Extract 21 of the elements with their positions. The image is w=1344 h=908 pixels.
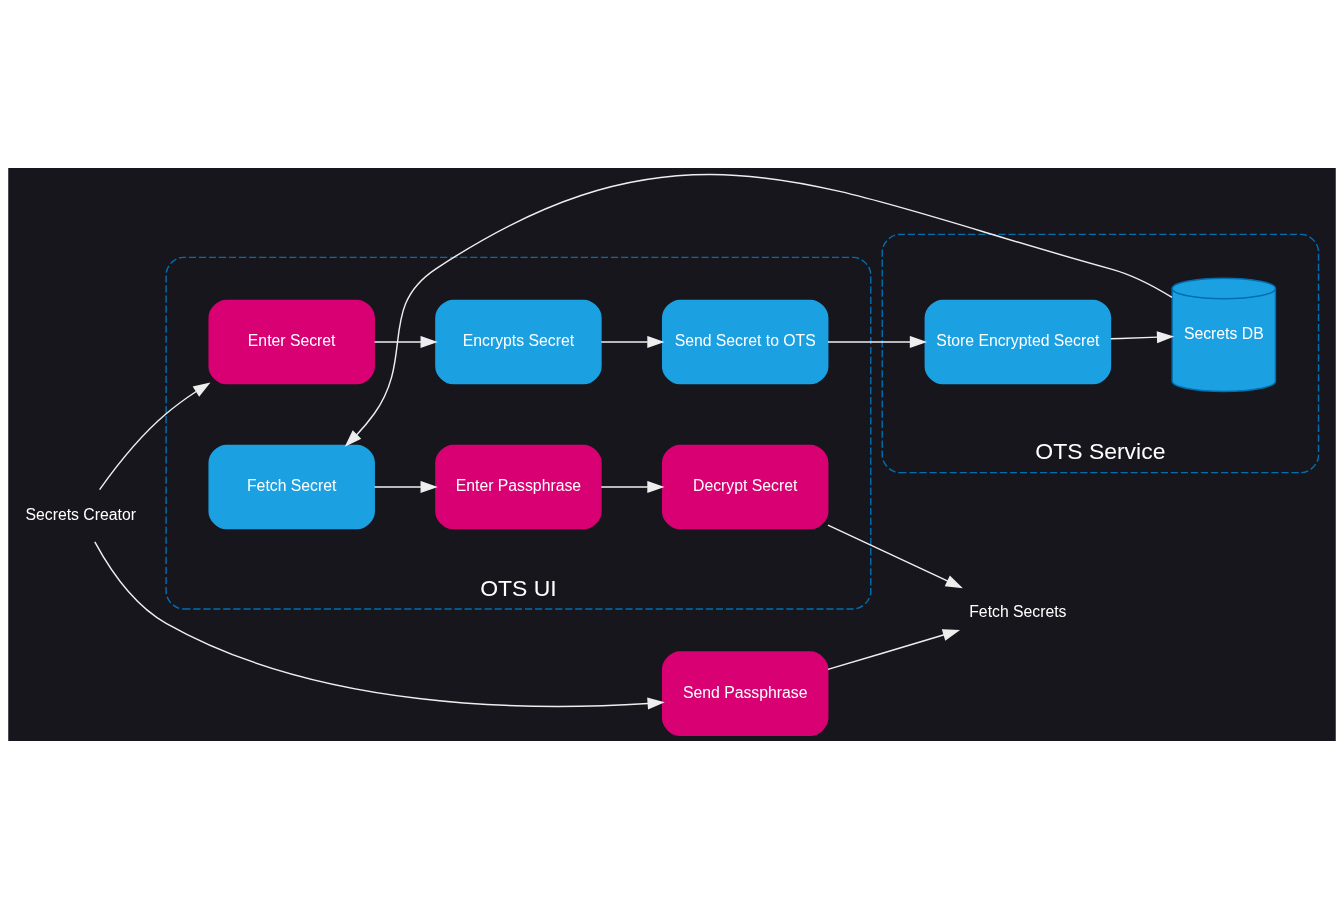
arrow	[94, 540, 665, 709]
arrow	[344, 173, 1173, 447]
arrow	[827, 335, 928, 348]
arrow	[373, 480, 438, 493]
node-box: Send Secret to OTS	[661, 299, 829, 384]
node-box: Send Passphrase	[661, 650, 829, 736]
arrow	[600, 335, 665, 348]
node-text: Fetch Secrets	[969, 602, 1067, 620]
arrow	[600, 480, 665, 493]
node-box: Enter Passphrase	[435, 444, 602, 529]
node-box: Fetch Secret	[208, 444, 375, 529]
node-box: Encrypts Secret	[435, 299, 602, 384]
node-box: Decrypt Secret	[661, 444, 829, 529]
node-box: Store Encrypted Secret	[924, 299, 1112, 384]
node-box: Enter Secret	[208, 299, 375, 384]
arrow	[827, 628, 961, 670]
arrow	[1110, 330, 1175, 343]
node-text: Secrets Creator	[25, 505, 136, 523]
arrow	[373, 335, 438, 348]
arrow	[98, 381, 211, 490]
arrow	[827, 523, 963, 588]
